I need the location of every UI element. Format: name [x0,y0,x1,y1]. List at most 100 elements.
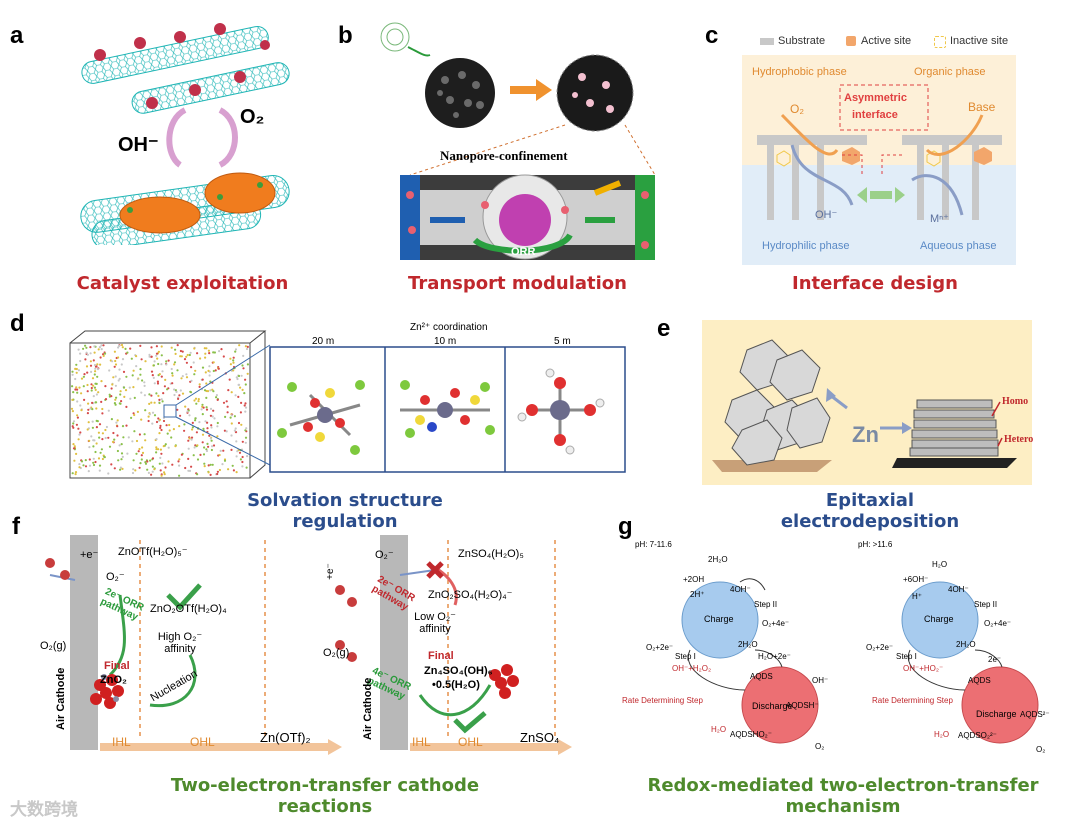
f-right-affinity: Low O₂⁻ affinity [414,611,456,635]
g-right-h2o: H₂O [934,730,950,739]
panel-label-a: a [10,22,24,49]
g-left-discharge: Discharge [752,701,793,711]
g-left-aqds: AQDS [750,672,773,681]
caption-catalyst-exploitation: Catalyst exploitation [76,273,289,294]
f-left-complex2: ZnO₂OTf(H₂O)₄ [150,603,227,615]
f-right-o2g: O₂(g) [323,647,350,659]
f-left-zno2: ZnO₂ [100,674,127,686]
nanopore-confinement-label: Nanopore-confinement [440,148,568,163]
interface-label: interface [852,109,898,121]
g-right-ph: pH: >11.6 [858,540,893,549]
g-left-charge: Charge [704,614,734,624]
g-left-rds: Rate Determining Step [622,696,703,705]
g-left-ohh2o2: OH⁻+H₂O₂ [672,664,712,673]
molecule-10m [400,380,495,438]
f-right-product2: •0.5(H₂O) [432,679,480,691]
panel-g-illustration [681,578,1039,744]
f-left-eminus: +e⁻ [80,549,99,561]
g-left-oh2: +2OH [683,575,705,584]
g-left-aqdsho2: AQDSHO₂⁻ [730,730,772,739]
f-right-product1: Zn₄SO₄(OH)₆ [424,665,493,677]
c-o2-label: O₂ [790,102,804,116]
panel-f-illustration [45,535,572,755]
panel-label-g: g [618,513,633,540]
f-left-final: Final [104,660,130,672]
panel-label-f: f [12,513,20,540]
zoom-circle [556,54,634,132]
panel-label-e: e [657,315,671,342]
asymmetric-label: Asymmetric [844,92,907,104]
g-left-4oh: 4OH⁻ [730,585,751,594]
g-right-2e: 2e⁻ [988,655,1002,664]
g-left-aqdsh: AQDSH⁻ [786,701,819,710]
g-right-aqds2: AQDS²⁻ [1020,710,1050,719]
discharge-circle-left [741,666,819,744]
g-right-aqds: AQDS [968,676,991,685]
g-left-ph: pH: 7-11.6 [635,540,672,549]
f-left-ihl: IHL [112,735,131,749]
molecule-5m [517,368,605,455]
g-right-discharge: Discharge [976,709,1017,719]
g-left-o2-2e: O₂+2e⁻ [646,643,674,652]
f-right-air-cathode: Air Cathode [362,677,374,740]
zn-label: Zn [852,422,879,447]
g-right-2h2o: 2H₂O [956,640,976,649]
g-left-h2o-top: 2H₂O [708,555,728,564]
o2-label: O₂ [240,106,265,128]
panel-c-box [742,55,1016,265]
air-cathode-right [380,535,408,750]
f-right-ihl: IHL [412,735,431,749]
mn-label: Mⁿ⁺ [930,213,949,225]
f-right-eminus: +e⁻ [324,563,336,580]
label-20m: 20 m [312,336,335,347]
g-right-ohho2: OH⁻+HO₂⁻ [903,664,944,673]
panel-c-illustration [757,84,1002,220]
hetero-label: Hetero [1004,434,1034,445]
panel-label-d: d [10,310,25,337]
g-right-aqdso2: AQDSO₂²⁻ [958,731,997,740]
caption-transport-modulation: Transport modulation [408,273,627,294]
g-right-oh6: +6OH⁻ [903,575,929,584]
g-right-step1: Step I [896,652,917,661]
g-left-step1: Step I [675,652,696,661]
g-left-2h: 2H⁺ [690,590,705,599]
particle-cloud [70,343,249,477]
f-right-final: Final [428,650,454,662]
g-right-h2o-top: H₂O [932,560,948,569]
molecule-20m [277,380,365,455]
g-right-4oh: 4OH⁻ [948,585,969,594]
caption-two-electron-cathode: Two-electron-transfer cathode reactions [170,775,480,817]
caption-interface-design: Interface design [792,273,958,294]
molecule-icon [380,22,410,52]
g-right-o2: O₂ [1036,745,1046,754]
f-left-affinity: High O₂⁻ affinity [157,631,203,655]
panel-d-illustration [69,330,626,479]
f-right-complex1: ZnSO₄(H₂O)₅ [458,548,524,560]
caption-epitaxial-electrodeposition: Epitaxial electrodeposition [780,490,960,532]
g-right-step2: Step II [974,600,998,609]
g-right-h: H⁺ [912,592,922,601]
porous-sphere [425,58,495,128]
label-10m: 10 m [434,336,457,347]
legend-substrate: Substrate [778,35,826,47]
label-5m: 5 m [554,336,571,347]
g-left-oh: OH⁻ [812,676,829,685]
air-cathode-left [70,535,98,750]
c-oh-label: OH⁻ [815,209,838,221]
base-label: Base [968,100,996,114]
discharge-circle-right [961,666,1039,744]
f-right-salt: ZnSO₄ [520,730,560,745]
g-left-step2: Step II [754,600,778,609]
f-left-salt: Zn(OTf)₂ [260,730,311,745]
legend-inactive-site: Inactive site [950,35,1009,47]
g-left-2h2o: 2H₂O [738,640,758,649]
inactive-site-icon [934,36,946,48]
f-left-complex1: ZnOTf(H₂O)₅⁻ [118,546,188,558]
f-left-air-cathode: Air Cathode [55,667,67,730]
g-left-h2o-2e: H₂O+2e⁻ [758,652,791,661]
g-right-rds: Rate Determining Step [872,696,953,705]
panel-e-illustration [712,339,1017,472]
organic-phase-label: Organic phase [914,66,986,78]
panel-a-illustration [80,23,290,245]
g-left-o2-4e: O₂+4e⁻ [762,619,790,628]
